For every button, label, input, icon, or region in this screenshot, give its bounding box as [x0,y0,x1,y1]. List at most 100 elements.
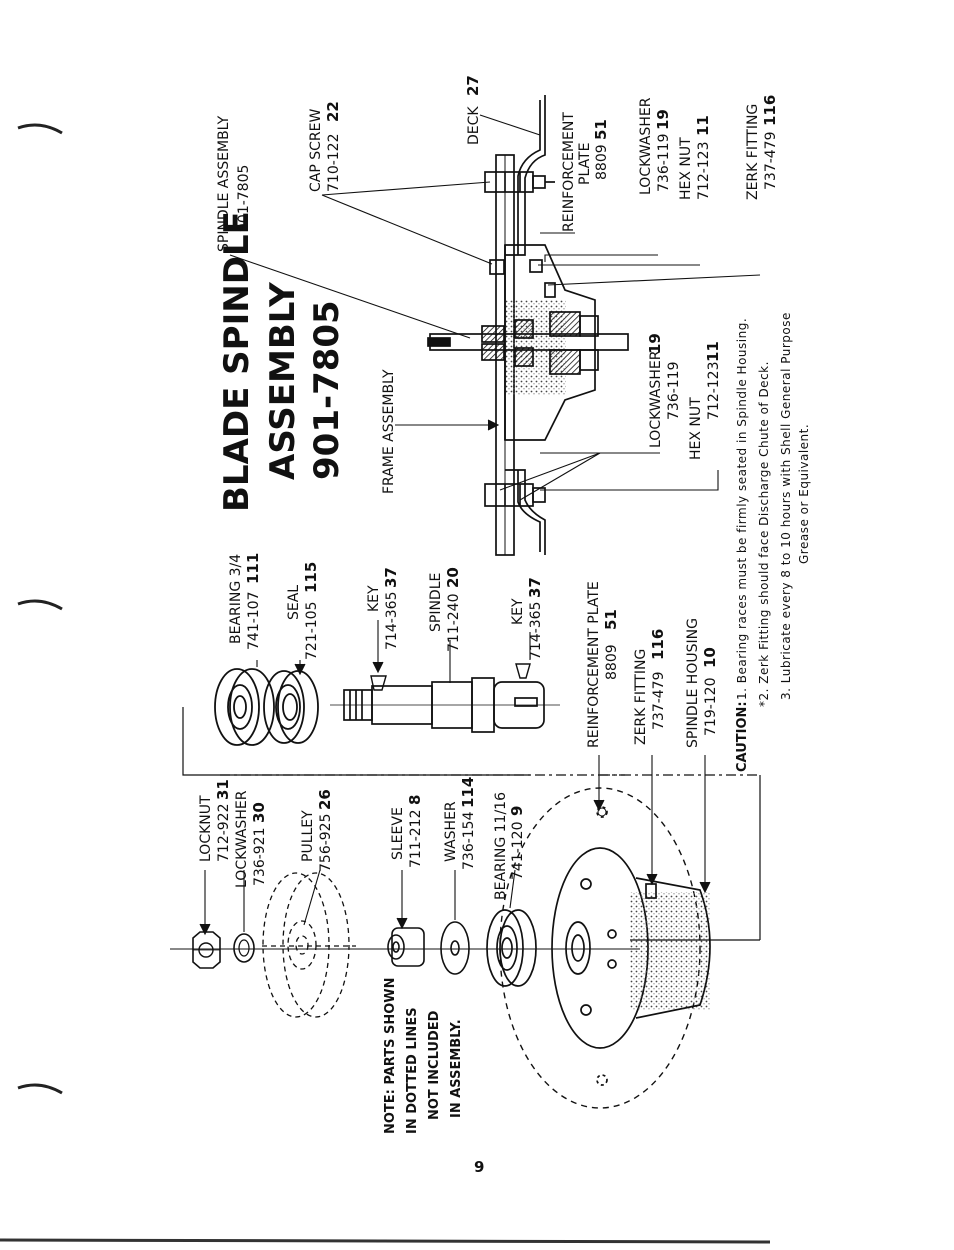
label-frame-assembly: FRAME ASSEMBLY [381,369,397,494]
label-seal-ref: 115 [302,562,320,593]
label-spindle-housing-num: 719-120 [703,678,719,737]
seal-drawing [263,670,319,744]
title-line-1: BLADE SPINDLE [217,211,257,512]
label-hexnut-mid: HEX NUT [688,397,704,460]
locknut-drawing [192,931,221,969]
label-lockwasher-right: LOCKWASHER [638,97,654,195]
label-spindle-housing-ref: 10 [701,647,719,668]
lower-bolt-drawing [484,483,546,507]
note-block: NOTE: PARTS SHOWN IN DOTTED LINES NOT IN… [383,978,464,1135]
note-line-3: NOT INCLUDED [427,1010,442,1120]
label-bearing-small-num: 741-120 [510,822,526,881]
washer-drawing [440,921,470,975]
spindle-shaft-drawing [330,677,560,733]
label-lockwasher-top: LOCKWASHER [234,790,250,888]
label-spindle-assembly: SPINDLE ASSEMBLY [216,115,232,252]
label-lockwasher-mid-ref: 19 [646,333,664,354]
caution-block: CAUTION: 1. Bearing races must be firmly… [735,312,811,772]
deck-drawing [505,95,546,256]
small-bearing-drawing [486,909,537,987]
label-cap-screw-num: 710-122 [326,134,342,193]
note-line-4: IN ASSEMBLY. [449,1019,464,1118]
label-key-1-num: 714-365 [384,592,400,651]
label-sleeve-ref: 8 [406,795,424,805]
label-reinf-plate-right-ref: 51 [592,119,610,140]
part-labels: LOCKNUT 712-922 31 LOCKWASHER 736-921 30… [198,75,779,900]
label-pulley-ref: 26 [316,789,334,810]
label-lockwasher-right-num: 736-119 [656,134,672,193]
key-drawing-1 [370,675,387,691]
label-zerk-right-ref: 116 [761,95,779,126]
label-hexnut-right: HEX NUT [678,137,694,200]
note-line-2: IN DOTTED LINES [405,1007,420,1134]
label-bearing-small: BEARING 11/16 [493,792,509,900]
label-key-2-ref: 37 [526,577,544,598]
label-key-2-num: 714-365 [528,602,544,661]
label-reinf-plate-left: REINFORCEMENT PLATE [586,581,602,748]
label-seal-num: 721-105 [304,602,320,661]
label-reinf-plate-right: REINFORCEMENT [561,112,577,232]
label-sleeve-num: 711-212 [408,810,424,869]
leader-lines [199,114,761,936]
label-reinf-plate-left-ref: 51 [602,609,620,630]
page-bottom-rule [0,1238,771,1244]
sleeve-drawing [387,927,425,967]
label-lockwasher-top-num: 736-921 [252,828,268,887]
label-locknut: LOCKNUT [198,795,214,862]
label-zerk-right-num: 737-479 [763,132,779,191]
label-lockwasher-mid-num: 736-119 [666,362,682,421]
lockwasher-drawing [233,933,255,963]
label-locknut-num: 712-922 [216,804,232,863]
label-hexnut-mid-num: 712-123 [706,362,722,421]
label-key-2: KEY [510,598,526,625]
title-line-2: ASSEMBLY [263,282,303,480]
assembled-view [427,95,629,556]
caution-line-2: *2. Zerk Fitting should face Discharge C… [757,361,771,707]
label-zerk-left-num: 737-479 [651,672,667,731]
label-lockwasher-right-ref: 19 [654,109,672,130]
label-locknut-ref: 31 [214,779,232,800]
label-bearing-large-ref: 111 [244,553,262,584]
label-zerk-right: ZERK FITTING [745,104,761,200]
label-lockwasher-mid: LOCKWASHER [648,350,664,448]
label-cap-screw-ref: 22 [324,101,342,122]
label-deck-ref: 27 [464,75,482,96]
spindle-housing-drawing [551,806,711,1086]
label-zerk-left-ref: 116 [649,629,667,660]
note-line-1: NOTE: PARTS SHOWN [383,978,398,1135]
label-reinf-plate-left-num: 8809 [604,644,620,680]
label-lockwasher-top-ref: 30 [250,802,268,823]
label-bearing-large: BEARING 3/4 [228,554,244,644]
label-spindle-assembly-num: 901-7805 [236,165,252,232]
caution-label: CAUTION: [735,701,750,772]
page-number: 9 [474,1158,484,1176]
label-zerk-left: ZERK FITTING [633,649,649,745]
label-washer-ref: 114 [459,777,477,808]
label-key-1-ref: 37 [382,567,400,588]
label-reinf-plate-right-name2: PLATE [577,143,593,185]
label-hexnut-right-ref: 11 [694,115,712,136]
label-bearing-small-ref: 9 [508,806,526,816]
label-reinf-plate-right-num: 8809 [594,144,610,180]
label-cap-screw: CAP SCREW [308,109,324,192]
label-sleeve: SLEEVE [390,807,406,860]
caution-line-4: Grease or Equivalent. [797,424,811,564]
label-spindle: SPINDLE [428,573,444,632]
caution-line-1: 1. Bearing races must be firmly seated i… [735,318,749,700]
label-bearing-large-num: 741-107 [246,592,262,651]
label-spindle-housing: SPINDLE HOUSING [685,618,701,748]
title-block: BLADE SPINDLE ASSEMBLY 901-7805 [217,211,347,512]
pulley-drawing [262,872,356,1018]
label-deck: DECK [466,106,482,145]
exploded-view [170,663,761,1109]
large-bearing-drawing [214,668,275,746]
binding-marks [17,123,63,1095]
label-washer-num: 736-154 [461,811,477,870]
label-seal: SEAL [286,585,302,620]
label-spindle-num: 711-240 [446,594,462,653]
label-pulley-num: 756-925 [318,814,334,873]
key-drawing-2 [515,663,531,679]
caution-line-3: 3. Lubricate every 8 to 10 hours with Sh… [779,312,793,700]
